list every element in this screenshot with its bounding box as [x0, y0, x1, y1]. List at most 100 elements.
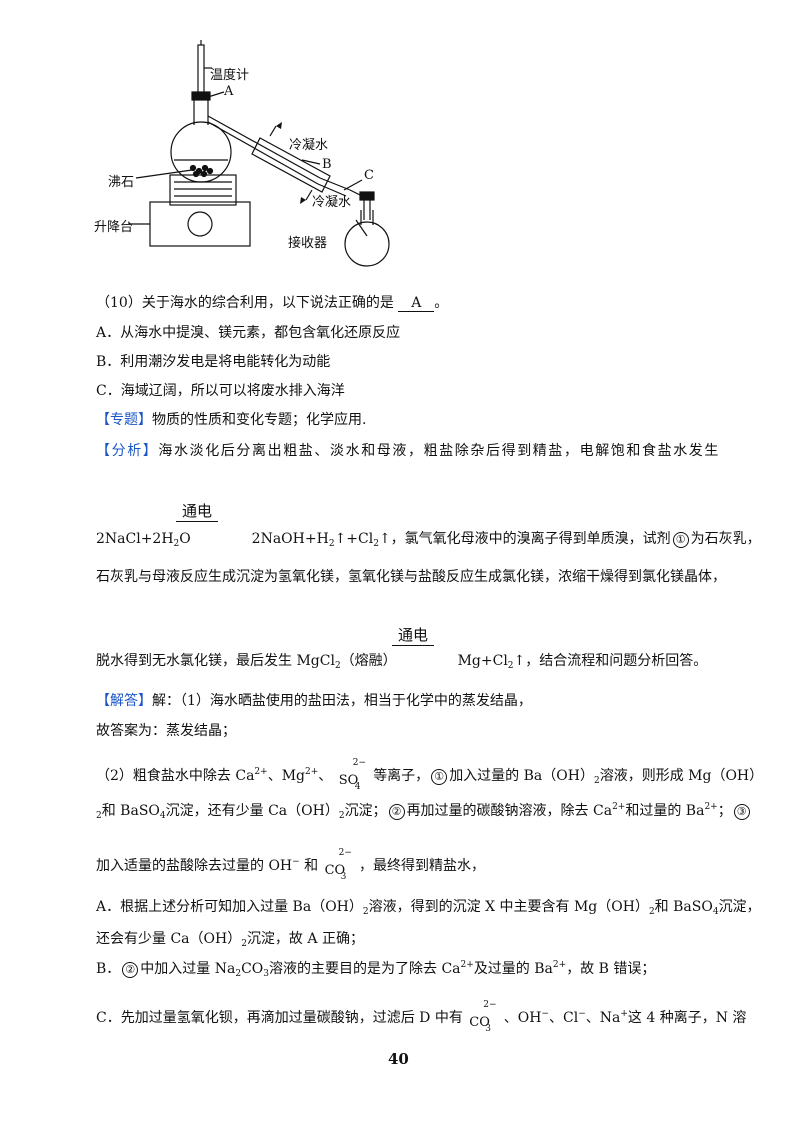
q10-option-b: B．利用潮汐发电是将电能转化为动能	[96, 354, 331, 370]
p3-b: 沉淀，还有少量 Ca（OH）	[165, 803, 339, 819]
p2-a: （2）粗食盐水中除去 Ca	[96, 768, 255, 784]
p3-d: 再加过量的碳酸钠溶液，除去 Ca	[406, 803, 613, 819]
sub-3: 3	[263, 969, 270, 979]
label-cooling-out: 冷凝水	[312, 195, 352, 210]
ion-base: CO	[469, 1015, 490, 1030]
line4-mid: （熔融）	[340, 653, 397, 669]
lift-table	[149, 201, 251, 247]
ion-sub: 3	[485, 1024, 492, 1034]
sup-plus: +	[620, 1009, 628, 1019]
reaction-condition-2: 通电	[392, 624, 435, 646]
p4-b: 和	[299, 858, 319, 874]
topic-line: 【专题】物质的性质和变化专题；化学应用.	[96, 409, 366, 429]
line4-post: Mg+Cl	[457, 653, 508, 669]
optB-5: 及过量的 Ba	[473, 961, 553, 977]
p3-e: 和过量的 Ba	[625, 803, 705, 819]
heater	[169, 174, 237, 206]
sub-2: 2	[593, 776, 600, 786]
optC-1: C．先加过量氢氧化钡，再滴加过量碳酸钠，过滤后 D 中有	[96, 1010, 463, 1026]
eq-left: 2NaCl+2H	[96, 531, 174, 547]
eq-right2: ↑+Cl	[334, 531, 374, 547]
solution-p1: 解：（1）海水晒盐使用的盐田法，相当于化学中的蒸发结晶，	[152, 693, 532, 709]
sup-2plus: 2+	[305, 767, 319, 777]
ion-base: SO	[338, 773, 359, 788]
optC-2: 、OH	[503, 1010, 542, 1026]
sub-2: 2	[235, 969, 242, 979]
p3-a: 和 BaSO	[101, 803, 160, 819]
sub-2: 2	[241, 939, 247, 949]
sub-2: 2	[362, 907, 369, 917]
step-1: ①	[431, 769, 448, 785]
optB-2: 中加入过量 Na	[140, 961, 236, 977]
stopper-a	[191, 91, 211, 101]
topic-text: 物质的性质和变化专题；化学应用.	[152, 412, 367, 428]
q10-stem: （10）关于海水的综合利用，以下说法正确的是 A。	[96, 292, 448, 312]
condenser	[251, 137, 331, 193]
optA-2: 溶液，得到的沉淀 X 中主要含有 Mg（OH）	[368, 899, 649, 915]
optB-3: CO	[241, 961, 264, 977]
p3-c: 沉淀；	[344, 803, 387, 819]
p4-c: ，最终得到精盐水，	[359, 858, 486, 874]
thermometer	[197, 44, 205, 96]
optC-5: 这 4 种离子，N 溶	[627, 1010, 747, 1026]
eq-sub: 2	[328, 539, 335, 549]
sup-2plus: 2+	[704, 802, 718, 812]
sup-2plus: 2+	[460, 960, 474, 970]
analysis-text1: 海水淡化后分离出粗盐、淡水和母液，粗盐除杂后得到精盐，电解饱和食盐水发生	[158, 443, 721, 459]
reaction-condition-1: 通电	[176, 500, 219, 522]
line4-sub: 2	[507, 661, 514, 671]
label-cooling-in: 冷凝水	[289, 138, 329, 153]
line4-pre: 脱水得到无水氯化镁，最后发生 MgCl	[96, 653, 335, 669]
label-b: B	[322, 157, 332, 172]
solution-tag: 【解答】	[96, 693, 152, 709]
optA-4: 沉淀，	[718, 899, 761, 915]
line4-end: ↑，结合流程和问题分析回答。	[513, 653, 708, 669]
p2-d: 等离子，	[373, 768, 430, 784]
receiver-stopper	[359, 191, 375, 201]
ion-sub: 3	[340, 872, 347, 882]
condition-electrolysis-2: 通电	[392, 626, 435, 646]
p3-f: ；	[717, 803, 732, 819]
solution-option-c: C．先加过量氢氧化钡，再滴加过量碳酸钠，过滤后 D 中有 CO 2− 3 、OH− 、…	[96, 1000, 747, 1034]
eq-sub: 2	[373, 539, 379, 549]
sup-2plus: 2+	[552, 960, 567, 970]
sub-2: 2	[338, 811, 345, 821]
analysis-line3: 石灰乳与母液反应生成沉淀为氢氧化镁，氢氧化镁与盐酸反应生成氯化镁，浓缩干燥得到氯…	[96, 569, 726, 585]
eq-left2: O	[179, 531, 191, 547]
label-boiling-stone: 沸石	[108, 175, 135, 190]
optA-5: 还会有少量 Ca（OH）	[96, 931, 242, 947]
analysis-line1: 【分析】海水淡化后分离出粗盐、淡水和母液，粗盐除杂后得到精盐，电解饱和食盐水发生	[96, 440, 720, 460]
optC-4: 、Na	[585, 1010, 621, 1026]
eq-sub: 2	[173, 539, 180, 549]
sup-minus: −	[541, 1009, 549, 1019]
q10-answer: A	[398, 295, 435, 312]
p2-b: 、Mg	[267, 768, 305, 784]
analysis-equation-line: 2NaCl+2H2O 2NaOH+H2↑+Cl2↑，氯气氧化母液中的溴离子得到单…	[96, 528, 761, 549]
analysis-tag: 【分析】	[96, 443, 159, 459]
optA-3: 和 BaSO	[654, 899, 713, 915]
ion-base: CO	[324, 863, 346, 878]
sub-4: 4	[712, 907, 719, 917]
label-a: A	[224, 84, 234, 99]
p2-e: 加入过量的 Ba（OH）	[449, 768, 594, 784]
p2-c: 、	[318, 768, 333, 784]
sup-2plus: 2+	[254, 767, 268, 777]
eq-right3: ↑，氯气氧化母液中的溴离子得到单质溴，试剂	[378, 531, 671, 547]
optA-6: 沉淀，故 A 正确；	[246, 931, 364, 947]
ion-sub: 4	[354, 782, 361, 792]
optB-4: 溶液的主要目的是为了除去 Ca	[269, 961, 461, 977]
optB-6: ，故 B 错误；	[566, 961, 656, 977]
label-thermometer: 温度计	[210, 68, 250, 83]
sub-4: 4	[159, 811, 166, 821]
page-number: 40	[388, 1050, 409, 1068]
q10-option-c: C．海域辽阔，所以可以将废水排入海洋	[96, 383, 345, 399]
carbonate-ion: CO 2− 3	[469, 1000, 497, 1034]
p2-f: 溶液，则形成 Mg（OH）	[599, 768, 764, 784]
reagent-number: ①	[672, 532, 689, 548]
ion-charge: 2−	[483, 1000, 497, 1010]
